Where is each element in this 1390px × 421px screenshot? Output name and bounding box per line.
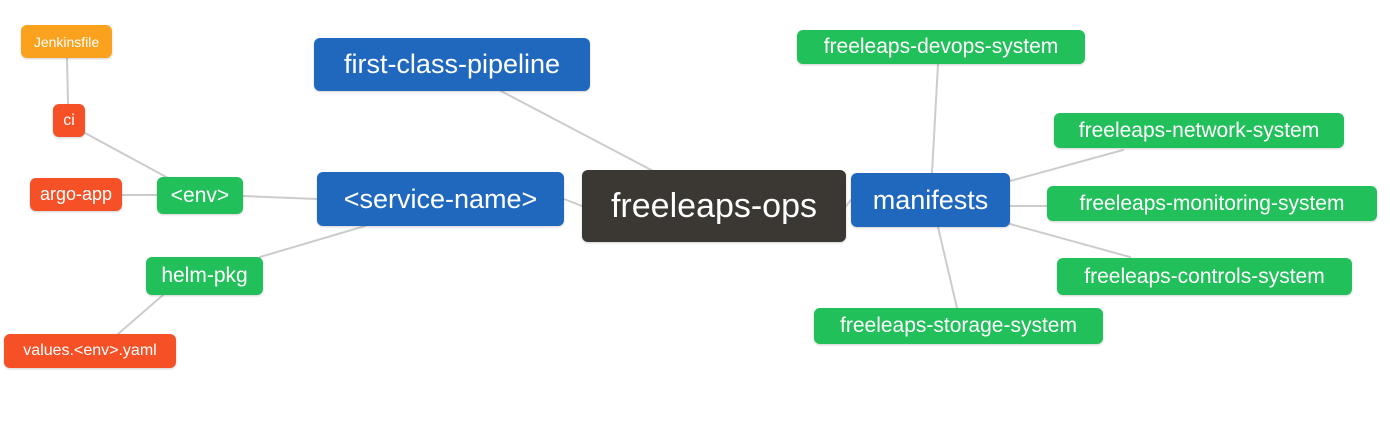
node-freeleaps-ops[interactable]: freeleaps-ops [582,170,846,242]
edge-freeleaps-ops-to-manifests [845,199,852,207]
edge-jenkinsfile-to-ci [66,57,69,105]
edge-manifests-to-freeleaps-storage-system [937,226,958,309]
node-ci[interactable]: ci [53,104,85,137]
node-freeleaps-storage-system[interactable]: freeleaps-storage-system [814,308,1103,344]
edge-ci-to-env [84,132,169,179]
node-first-class-pipeline[interactable]: first-class-pipeline [314,38,590,91]
edge-manifests-to-freeleaps-network-system [1009,149,1124,182]
node-freeleaps-controls-system[interactable]: freeleaps-controls-system [1057,258,1352,295]
edge-env-to-service-name [242,195,318,200]
node-manifests[interactable]: manifests [851,173,1010,227]
node-argo-app[interactable]: argo-app [30,178,122,211]
node-values-env-yaml[interactable]: values.<env>.yaml [4,334,176,368]
edge-helm-pkg-to-values-env-yaml [117,294,164,335]
node-freeleaps-network-system[interactable]: freeleaps-network-system [1054,113,1344,148]
node-freeleaps-monitoring-system[interactable]: freeleaps-monitoring-system [1047,186,1377,221]
node-helm-pkg[interactable]: helm-pkg [146,257,263,295]
edge-manifests-to-freeleaps-devops-system [931,63,939,174]
edge-manifests-to-freeleaps-controls-system [1009,223,1131,258]
node-freeleaps-devops-system[interactable]: freeleaps-devops-system [797,30,1085,64]
node-service-name[interactable]: <service-name> [317,172,564,226]
node-env[interactable]: <env> [157,177,243,214]
node-jenkinsfile[interactable]: Jenkinsfile [21,25,112,58]
edge-first-class-pipeline-to-freeleaps-ops [500,90,654,172]
edge-service-name-to-freeleaps-ops [563,198,583,207]
edge-helm-pkg-to-service-name [259,225,366,258]
